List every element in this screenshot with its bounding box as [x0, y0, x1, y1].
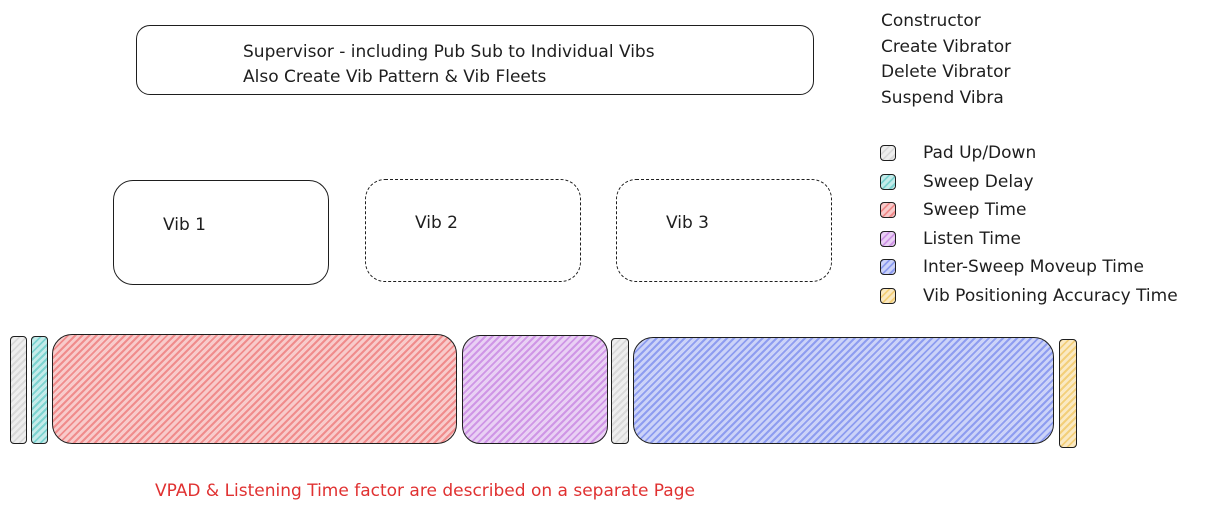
- legend-label: Sweep Delay: [923, 171, 1034, 192]
- operation-constructor: Constructor: [881, 11, 981, 31]
- timeline-segment-inter-sweep-moveup-time: [633, 337, 1054, 444]
- supervisor-line-1: Supervisor - including Pub Sub to Indivi…: [243, 42, 655, 62]
- legend-label: Sweep Time: [923, 200, 1027, 220]
- timeline-segment-listen-time: [462, 335, 608, 444]
- timeline-segment-pad-up-down: [611, 338, 629, 444]
- vib-3-box: [616, 179, 832, 282]
- vib-1-label: Vib 1: [163, 215, 206, 235]
- vib-2-box: [365, 179, 581, 282]
- legend-label: Pad Up/Down: [923, 143, 1037, 163]
- legend-swatch-inter-sweep-moveup-time: [880, 259, 896, 275]
- operations-list: Constructor Create Vibrator Delete Vibra…: [881, 9, 1011, 111]
- vib-3-label: Vib 3: [666, 213, 709, 233]
- vib-1-box: [113, 180, 329, 285]
- timeline-segment-sweep-delay: [31, 336, 48, 444]
- operation-delete-vibrator: Delete Vibrator: [881, 62, 1011, 82]
- timeline-segment-vib-positioning-accuracy-time: [1059, 339, 1077, 448]
- legend-label: Vib Positioning Accuracy Time: [923, 285, 1178, 306]
- legend-swatch-vib-positioning-accuracy-time: [880, 287, 896, 304]
- legend-label: Inter-Sweep Moveup Time: [923, 257, 1144, 277]
- supervisor-text: Supervisor - including Pub Sub to Indivi…: [243, 40, 655, 90]
- supervisor-box: [136, 25, 814, 95]
- legend-swatch-pad-up-down: [880, 145, 896, 161]
- legend-label: Listen Time: [923, 228, 1021, 249]
- footer-note: VPAD & Listening Time factor are describ…: [155, 481, 695, 501]
- timeline-segment-sweep-time: [52, 334, 457, 444]
- vib-2-label: Vib 2: [415, 213, 458, 233]
- legend-swatch-sweep-time: [880, 202, 896, 218]
- supervisor-line-2: Also Create Vib Pattern & Vib Fleets: [243, 67, 547, 87]
- legend-swatch-listen-time: [880, 230, 896, 247]
- legend-swatch-sweep-delay: [880, 173, 896, 190]
- operation-suspend-vibra: Suspend Vibra: [881, 87, 1004, 108]
- timeline-segment-pad-up-down: [10, 336, 27, 444]
- operation-create-vibrator: Create Vibrator: [881, 36, 1012, 57]
